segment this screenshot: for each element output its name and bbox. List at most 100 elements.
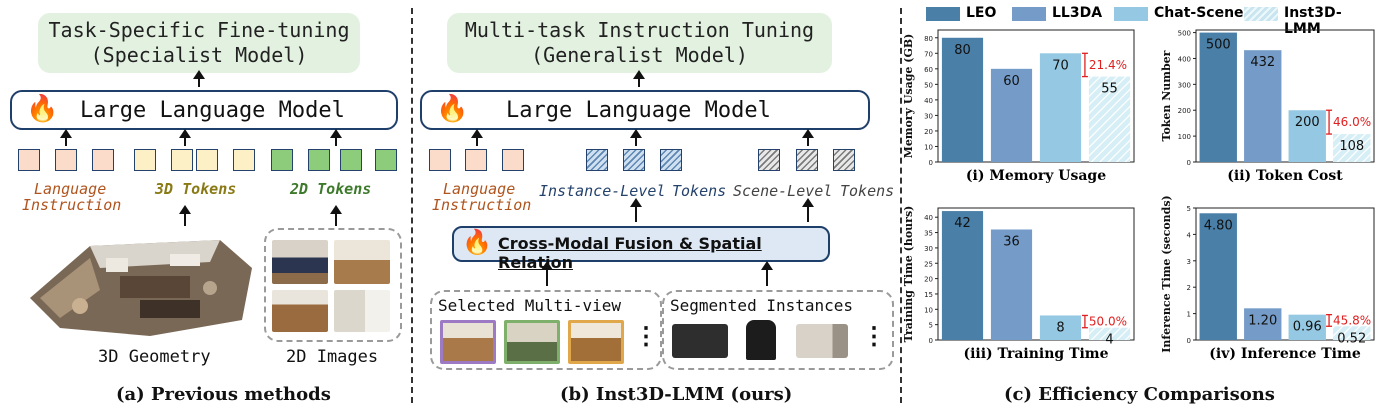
y-tick-label: 10 [924, 143, 933, 151]
specialist-title-line1: Task-Specific Fine-tuning [48, 18, 350, 42]
bar-chat-scene [1288, 110, 1326, 162]
bar-value-label: 4 [1105, 333, 1113, 348]
geom-label: 3D Geometry [98, 347, 211, 367]
instance-chair [746, 320, 776, 360]
token-2d-3 [340, 149, 362, 171]
divider-ab [411, 8, 413, 403]
token-lang-3 [92, 149, 114, 171]
token-3d-2 [171, 149, 193, 171]
legend-label-inst3d: Inst3D-LMM [1284, 5, 1342, 37]
images-box [264, 228, 402, 342]
bar-value-label: 36 [1003, 234, 1020, 249]
token-2d-1 [271, 149, 293, 171]
specialist-title-box: Task-Specific Fine-tuning (Specialist Mo… [38, 13, 360, 73]
instance-microwave [796, 324, 848, 358]
bar-ll3da [990, 229, 1033, 340]
bar-value-label: 432 [1250, 55, 1275, 70]
legend-label-ll3da: LL3DA [1052, 5, 1103, 21]
token-inst-1 [586, 149, 608, 171]
bar-value-label: 60 [1003, 74, 1020, 89]
y-tick-label: 10 [924, 306, 933, 314]
scene-label-b: Tokens [840, 182, 895, 200]
bar-value-label: 0.96 [1293, 320, 1322, 335]
y-axis-label: Memory Usage (GB) [904, 34, 915, 159]
arrow-lang-b [471, 129, 483, 146]
arrow-fusion-inst [630, 198, 642, 222]
instance-label-a: Instance-Level [539, 182, 666, 200]
bar-value-label: 500 [1206, 38, 1231, 53]
image-thumb-1 [272, 240, 328, 284]
divider-bc [900, 8, 902, 403]
arrow-inst-b [630, 129, 642, 146]
y-tick-label: 5 [929, 322, 933, 330]
images-label: 2D Images [286, 347, 379, 367]
view-thumb-3 [568, 320, 624, 364]
y-axis-label: Token Number [1160, 50, 1173, 141]
y-tick-label: 30 [924, 245, 933, 253]
chart-frame [1195, 29, 1375, 163]
token-inst-2 [623, 149, 645, 171]
reduction-label: 46.0% [1333, 115, 1371, 129]
more-views-dots: ⋮ [634, 322, 658, 350]
y-tick-label: 40 [924, 97, 933, 105]
lang-label-b2: Instruction [432, 196, 532, 214]
instance-label-b: Tokens [672, 182, 727, 200]
flame-icon: 🔥 [436, 94, 469, 124]
token-2d-2 [308, 149, 330, 171]
arrow-llm-to-title-b [633, 70, 645, 87]
y-tick-label: 200 [1178, 107, 1191, 115]
bar-chat-scene [1039, 315, 1082, 340]
caption-c: (c) Efficiency Comparisons [1004, 384, 1275, 405]
bar-value-label: 200 [1295, 115, 1320, 130]
y-tick-label: 4 [1187, 231, 1192, 239]
generalist-title-line2: (Generalist Model) [531, 43, 748, 67]
reduction-label: 50.0% [1089, 315, 1127, 329]
legend-swatch-leo [926, 7, 960, 21]
bar-value-label: 0.52 [1337, 331, 1366, 346]
bar-leo [1199, 213, 1237, 340]
caption-a: (a) Previous methods [116, 384, 331, 405]
y-tick-label: 0 [929, 337, 933, 345]
y-tick-label: 0 [1187, 159, 1191, 167]
bar-value-label: 8 [1056, 320, 1064, 335]
token-2d-4 [375, 149, 397, 171]
token-3d-1 [134, 149, 156, 171]
y-tick-label: 5 [1187, 205, 1191, 213]
chart-frame [937, 207, 1135, 341]
fusion-label: Cross-Modal Fusion & Spatial Relation [498, 234, 762, 272]
scene-label-a: Scene-Level [733, 182, 833, 200]
reduction-label: 45.8% [1333, 313, 1371, 327]
legend-swatch-inst3d [1244, 7, 1278, 21]
chart-frame [937, 29, 1135, 163]
bar-leo [941, 37, 984, 162]
legend: LEO LL3DA Chat-Scene Inst3D-LMM [926, 4, 1376, 37]
llm-label-a: Large Language Model [80, 98, 345, 123]
arrow-llm-to-title-a [193, 70, 205, 87]
arrow-images-a [330, 205, 342, 226]
tokens2d-label: 2D Tokens [290, 180, 372, 198]
bar-leo [1199, 32, 1237, 163]
y-axis-label: Training Time (hours) [904, 206, 915, 343]
y-tick-label: 20 [924, 128, 933, 136]
bar-inst3d-lmm [1088, 327, 1131, 340]
caption-b: (b) Inst3D-LMM (ours) [560, 384, 793, 405]
y-tick-label: 35 [924, 230, 933, 238]
token-scene-2 [796, 149, 818, 171]
llm-label-b: Large Language Model [506, 98, 771, 123]
legend-swatch-chatscene [1114, 7, 1148, 21]
y-tick-label: 3 [1187, 258, 1191, 266]
y-tick-label: 300 [1178, 81, 1191, 89]
subplot-title: (ii) Token Cost [1227, 168, 1343, 184]
legend-swatch-ll3da [1012, 7, 1046, 21]
bar-chat-scene [1039, 53, 1082, 163]
flame-icon: 🔥 [462, 228, 492, 256]
arrow-geom-a [179, 205, 191, 226]
token-lang-b2 [465, 149, 487, 171]
bar-ll3da [1244, 50, 1282, 162]
instances-box [662, 290, 894, 370]
lang-label-a2: Instruction [22, 196, 122, 214]
y-tick-label: 100 [1178, 133, 1191, 141]
view-thumb-1 [440, 320, 496, 364]
y-tick-label: 50 [924, 81, 933, 89]
bar-value-label: 55 [1101, 82, 1118, 97]
